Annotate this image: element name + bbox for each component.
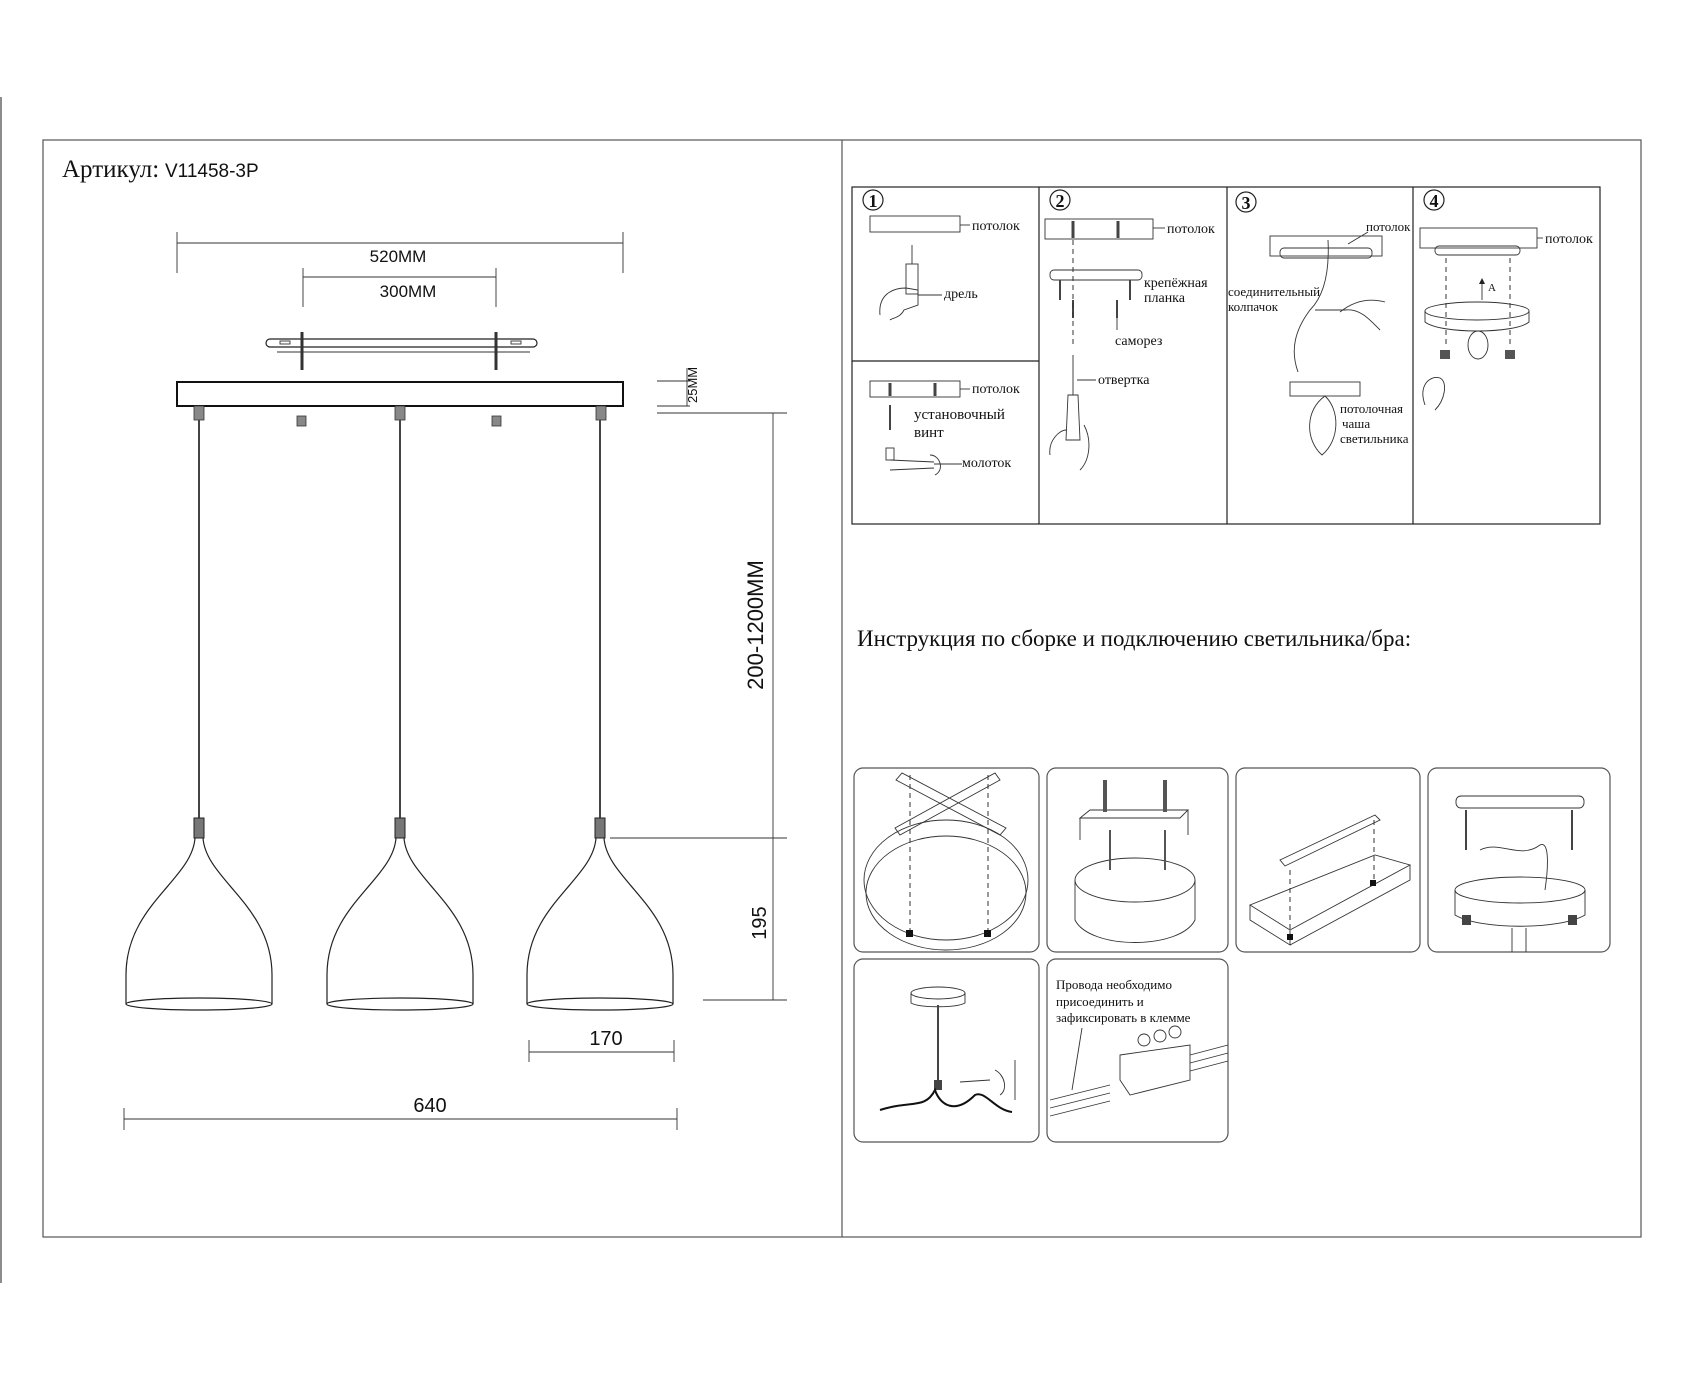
svg-text:Провода необходимо: Провода необходимо [1056,977,1172,992]
article-label: Артикул: [62,156,159,183]
svg-text:чаша: чаша [1342,416,1370,431]
assembly-panels: Провода необходимо присоединить и зафикс… [853,767,1611,1143]
panel-rectangular-base [1235,767,1421,953]
dimension-520: 520MM [176,232,624,273]
svg-text:2: 2 [1056,191,1065,211]
svg-text:отвертка: отвертка [1098,373,1150,388]
svg-text:300MM: 300MM [380,282,437,301]
svg-text:дрель: дрель [944,287,978,302]
dimension-640: 640 [123,1095,678,1130]
svg-text:светильника: светильника [1340,431,1409,446]
mounting-bracket [265,332,538,370]
svg-text:520MM: 520MM [370,247,427,266]
dimension-170: 170 [528,1028,675,1062]
svg-text:3: 3 [1242,193,1251,213]
svg-text:винт: винт [914,425,944,441]
dimension-195: 195 [703,906,787,1001]
svg-text:170: 170 [589,1028,622,1050]
svg-text:крепёжная: крепёжная [1144,276,1208,291]
svg-text:саморез: саморез [1115,334,1163,349]
step-3: 3 потолок соединительный колпачок потоло… [1228,191,1411,456]
pendant-shades [125,817,674,1011]
svg-text:потолок: потолок [972,382,1020,397]
pendant-cables [198,420,601,822]
panel-pendant-connect [853,958,1040,1143]
svg-text:установочный: установочный [914,407,1005,423]
dimension-cable-length: 200-1200MM [610,412,787,1000]
panel-cross-bracket [853,767,1040,953]
svg-text:потолок: потолок [1366,219,1411,234]
svg-text:1: 1 [869,191,878,211]
svg-text:25MM: 25MM [685,367,700,403]
svg-text:4: 4 [1430,191,1439,211]
svg-text:640: 640 [413,1095,446,1117]
step-4: 4 потолок A [1419,189,1593,411]
svg-text:потолок: потолок [1167,222,1215,237]
dimension-25: 25MM [657,367,700,407]
svg-text:потолочная: потолочная [1340,401,1403,416]
svg-text:потолок: потолок [972,219,1020,234]
svg-text:195: 195 [749,906,771,939]
dimension-300: 300MM [302,268,497,307]
svg-text:планка: планка [1144,291,1186,306]
article-code: V11458-3P [165,161,259,182]
svg-text:A: A [1488,282,1496,294]
svg-text:зафиксировать в клемме: зафиксировать в клемме [1056,1010,1191,1025]
step-1b: потолок установочный винт молоток [869,380,1020,476]
svg-text:колпачок: колпачок [1228,299,1279,314]
step-2: 2 потолок крепёжная планка саморез отвер… [1044,189,1215,471]
step-1: 1 потолок дрель [862,189,1020,321]
panel-round-base-wiring [1427,767,1611,953]
svg-text:200-1200MM: 200-1200MM [743,560,768,690]
svg-text:молоток: молоток [962,456,1011,471]
panel-terminal-block: Провода необходимо присоединить и зафикс… [1046,958,1229,1143]
canopy-fittings [193,405,607,427]
panel-u-bracket [1046,767,1229,953]
svg-text:присоединить и: присоединить и [1056,994,1144,1009]
svg-text:соединительный: соединительный [1228,284,1320,299]
svg-text:потолок: потолок [1545,232,1593,247]
installation-steps: 1 потолок дрель потолок установочный вин… [851,186,1601,525]
canopy-bar [176,381,624,407]
instructions-title: Инструкция по сборке и подключению свети… [857,626,1411,651]
dimension-drawing: Артикул: V11458-3P 520MM 300MM [62,156,787,1130]
